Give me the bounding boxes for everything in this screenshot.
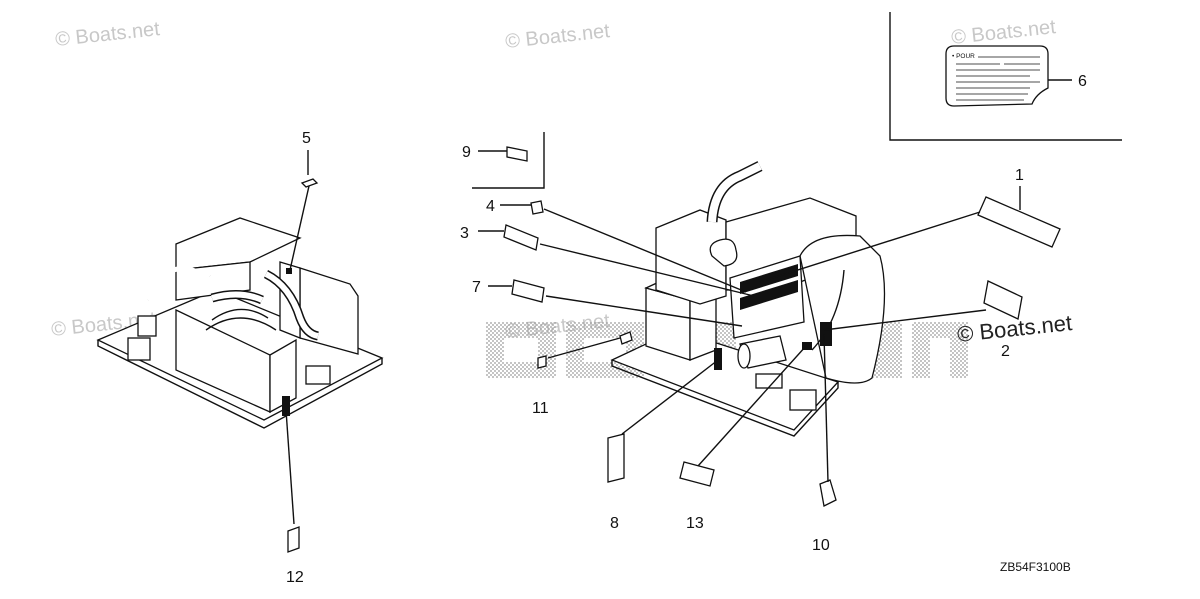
watermark-top-right: © Boats.net [950, 16, 1057, 49]
inset-label-text: • POUR [952, 53, 975, 60]
part-label-2 [823, 280, 1023, 331]
callout-5: 5 [302, 130, 311, 147]
part-label-13 [679, 345, 807, 487]
part-label-10 [819, 333, 837, 507]
generator-front-view [610, 161, 886, 437]
callout-1: 1 [1015, 167, 1024, 184]
diagram-code: ZB54F3100B [1000, 560, 1071, 574]
watermark-top-left: © Boats.net [54, 18, 161, 51]
callout-9: 9 [462, 144, 471, 161]
callout-2: 2 [1001, 343, 1010, 360]
part-label-7 [488, 279, 743, 327]
part-label-11 [537, 337, 621, 369]
inset-frame-6: • POUR [889, 12, 1122, 141]
watermark-top-center: © Boats.net [504, 20, 611, 53]
callout-4: 4 [486, 198, 495, 215]
generator-rear-view [96, 150, 384, 553]
part-label-3 [478, 224, 755, 297]
watermark-brand: © Boats.net [956, 310, 1073, 347]
inset-frame-9 [472, 132, 545, 189]
callout-10: 10 [812, 537, 830, 554]
part-label-8 [607, 359, 719, 483]
callout-12: 12 [286, 569, 304, 586]
part-label-4 [500, 200, 747, 293]
callout-6: 6 [1078, 73, 1087, 90]
callout-13: 13 [686, 515, 704, 532]
callout-8: 8 [610, 515, 619, 532]
callout-11: 11 [532, 400, 549, 417]
callout-3: 3 [460, 225, 469, 242]
part-label-1 [759, 186, 1061, 283]
callout-7: 7 [472, 279, 481, 296]
